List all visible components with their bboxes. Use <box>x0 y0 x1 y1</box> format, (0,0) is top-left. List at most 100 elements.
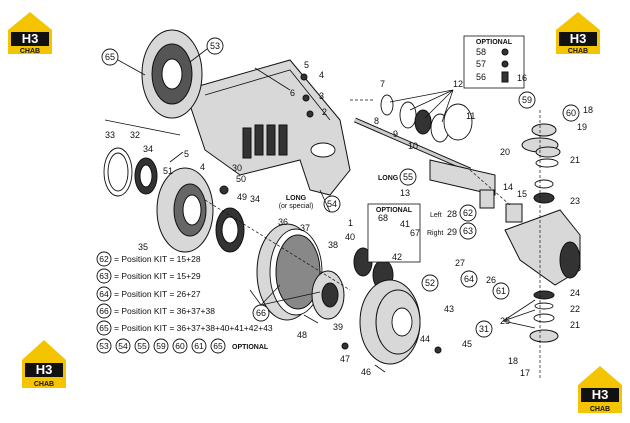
label-17: 17 <box>520 368 530 378</box>
part-41-opt: 41 <box>400 219 410 229</box>
part-68: 68 <box>378 213 388 223</box>
label-34: 34 <box>143 144 153 154</box>
left-label: Left <box>430 212 442 219</box>
optional-box2-title: OPTIONAL <box>376 207 413 214</box>
label-4: 4 <box>319 70 324 80</box>
kit-text: = Position KIT = 36+37+38+40+41+42+43 <box>114 323 273 333</box>
seal-33 <box>103 147 133 197</box>
kit-row-62: 62 = Position KIT = 15+28 <box>96 251 201 267</box>
circle-52: 52 <box>425 278 435 288</box>
label-39: 39 <box>333 322 343 332</box>
kit-circle: 62 <box>99 254 109 264</box>
label-35: 35 <box>138 242 148 252</box>
label-14: 14 <box>503 182 513 192</box>
label-51: 51 <box>163 166 173 176</box>
kit-row-63: 63 = Position KIT = 15+29 <box>96 268 201 284</box>
circled-callouts: 65 53 54 55 59 60 62 63 64 61 52 31 66 <box>101 37 580 338</box>
label-20: 20 <box>500 147 510 157</box>
label-37: 37 <box>300 223 310 233</box>
planetary-cover-43 <box>359 279 421 365</box>
circle-66: 66 <box>256 308 266 318</box>
circle-31: 31 <box>479 324 489 334</box>
logo-text-bottom: CHAB <box>568 48 588 55</box>
logo-text-bottom: CHAB <box>590 406 610 413</box>
circle-60: 60 <box>566 108 576 118</box>
axle-shaft <box>354 117 496 196</box>
label-23: 23 <box>570 196 580 206</box>
label-2: 2 <box>322 107 327 117</box>
circle-59: 59 <box>522 95 532 105</box>
right-label: Right <box>427 230 443 237</box>
label-29: 29 <box>447 227 457 237</box>
part-42: 42 <box>392 252 402 262</box>
label-22: 22 <box>570 304 580 314</box>
label-10: 10 <box>408 141 418 151</box>
logo-text-top: H3 <box>570 31 587 46</box>
opt-circle-61: 61 <box>194 341 204 351</box>
circle-53: 53 <box>210 41 220 51</box>
label-6: 6 <box>290 88 295 98</box>
part-57: 57 <box>476 59 486 69</box>
kit-text: = Position KIT = 15+28 <box>114 254 201 264</box>
circle-54: 54 <box>327 199 337 209</box>
opt-circle-53: 53 <box>99 341 109 351</box>
optional-circles-row: 53 54 55 59 60 61 65 OPTIONAL <box>96 338 269 354</box>
logo-text-top: H3 <box>36 362 53 377</box>
callout-text: LONG (or special) LONG Left Right <box>279 175 444 237</box>
label-19: 19 <box>577 122 587 132</box>
kit-circle: 63 <box>99 271 109 281</box>
circle-63: 63 <box>463 226 473 236</box>
kit-circle: 64 <box>99 289 109 299</box>
label-49: 49 <box>237 192 247 202</box>
label-13: 13 <box>400 188 410 198</box>
kit-circle: 65 <box>99 323 109 333</box>
kit-circle: 66 <box>99 306 109 316</box>
label-15: 15 <box>517 189 527 199</box>
label-45: 45 <box>462 339 472 349</box>
part-labels: 1 2 3 4 4 5 5 6 7 8 9 10 11 12 13 14 15 … <box>105 60 593 378</box>
label-43: 43 <box>444 304 454 314</box>
logo-text-bottom: CHAB <box>34 381 54 388</box>
label-21: 21 <box>570 155 580 165</box>
label-36: 36 <box>278 217 288 227</box>
circle-64: 64 <box>464 274 474 284</box>
logo-text-top: H3 <box>592 387 609 402</box>
kit-row-66: 66 = Position KIT = 36+37+38 <box>96 303 215 319</box>
label-28: 28 <box>447 209 457 219</box>
label-48: 48 <box>297 330 307 340</box>
logo-bottom-left: H3 CHAB <box>22 340 66 388</box>
label-11: 11 <box>466 111 475 121</box>
steering-knuckle <box>504 123 581 343</box>
label-32: 32 <box>130 130 140 140</box>
bushings <box>479 189 523 223</box>
label-7: 7 <box>380 79 385 89</box>
circle-62: 62 <box>463 208 473 218</box>
opt-circle-55: 55 <box>137 341 147 351</box>
label-40: 40 <box>345 232 355 242</box>
label-24: 24 <box>570 288 580 298</box>
long-label: LONG <box>378 175 399 182</box>
label-26: 26 <box>486 275 496 285</box>
logo-text-top: H3 <box>22 31 39 46</box>
label-5b: 5 <box>184 149 189 159</box>
kit-text: = Position KIT = 36+37+38 <box>114 306 215 316</box>
circle-61: 61 <box>496 286 506 296</box>
label-12: 12 <box>453 79 463 89</box>
logo-text-bottom: CHAB <box>20 48 40 55</box>
axle-housing <box>184 59 351 196</box>
label-18: 18 <box>583 105 593 115</box>
label-5: 5 <box>304 60 309 70</box>
logo-top-right: H3 CHAB <box>556 12 600 55</box>
long-special-label: LONG <box>286 195 307 202</box>
label-46: 46 <box>361 367 371 377</box>
kit-row-65: 65 = Position KIT = 36+37+38+40+41+42+43 <box>96 320 273 336</box>
label-50: 50 <box>236 174 246 184</box>
optional-label: OPTIONAL <box>232 344 269 351</box>
circle-65: 65 <box>105 52 115 62</box>
label-44: 44 <box>420 334 430 344</box>
part-67: 67 <box>410 228 420 238</box>
label-47: 47 <box>340 354 350 364</box>
drum-housing-65 <box>141 29 203 119</box>
opt-circle-59: 59 <box>156 341 166 351</box>
